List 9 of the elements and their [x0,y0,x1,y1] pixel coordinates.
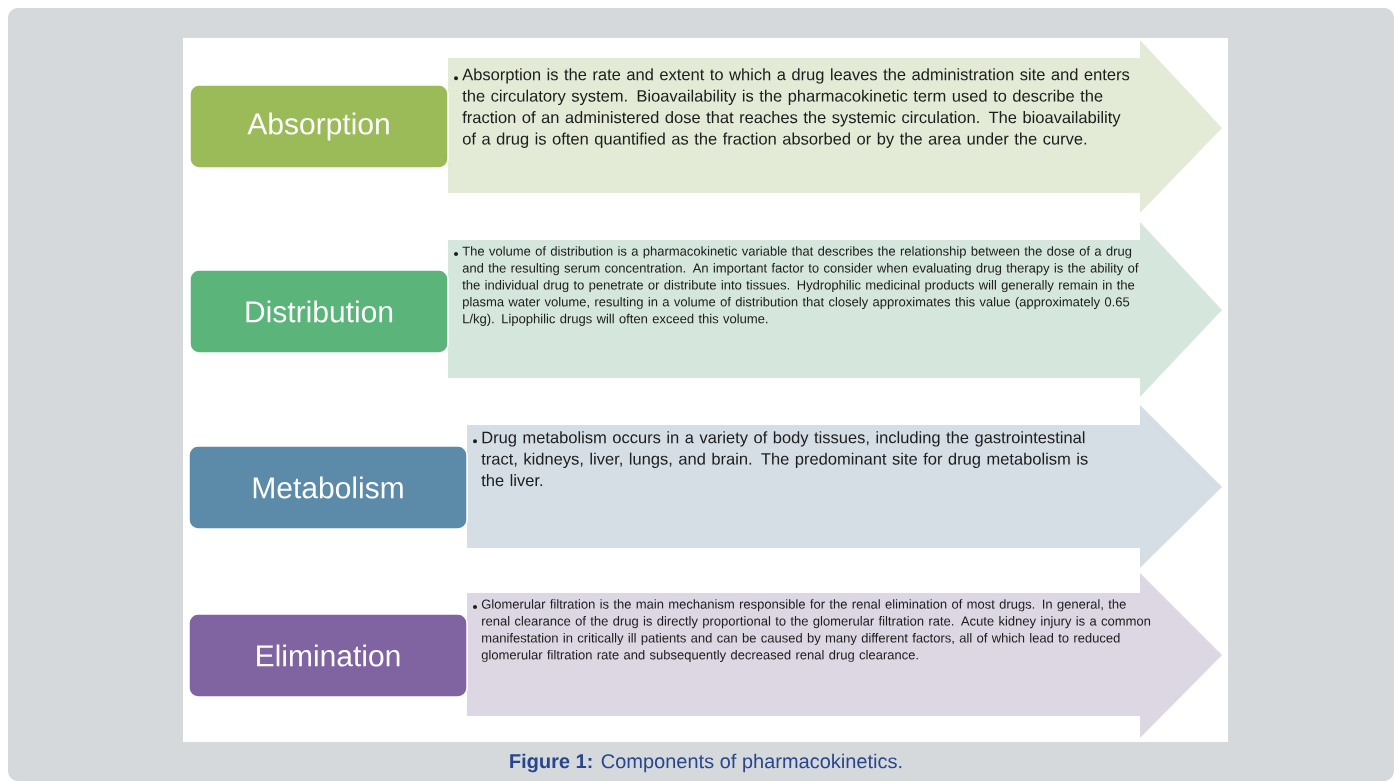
stage-box: Distribution [189,269,449,354]
stage-box: Elimination [188,613,468,698]
figure-caption: Figure 1: Components of pharmacokinetics. [510,753,902,773]
text-banner: The volume of distribution is a pharmacokinetic variable that describes the relationship between the dose of a drug and the resulting serum concentration. An important factor to consider when evaluating drug therapy is the ability of the individual drug to penetrate or distribute into tissues. Hydrophilic medicinal products will generally remain in the plasma water volume, resulting in a volume of distribution that closely approximates this value (approximately 0.65 L/kg). Lipophilic drugs will often exceed this volume. [448,222,1222,397]
stage-box: Metabolism [188,445,468,530]
text-banner: Drug metabolism occurs in a variety of body tissues, including the gastrointestinal tract, kidneys, liver, lungs, and brain. The predominant site for drug metabolism is the liver. [467,405,1222,568]
text-banner: Absorption is the rate and extent to which a drug leaves the administration site and enters the circulatory system. Bioavailability is the pharmacokinetic term used to describe the fraction of an administered dose that reaches the systemic circulation. The bioavailability of a drug is often quantified as the fraction absorbed or by the area under the curve. [448,40,1222,213]
text-banner: Glomerular filtration is the main mechanism responsible for the renal elimination of most drugs. In general, the renal clearance of the drug is directly proportional to the glomerular filtration rate. Acute kidney injury is a common manifestation in critically ill patients and can be caused by many different factors, all of which lead to reduced glomerular filtration rate and subsequently decreased renal drug clearance. [467,573,1222,738]
stage-box: Absorption [189,84,449,169]
